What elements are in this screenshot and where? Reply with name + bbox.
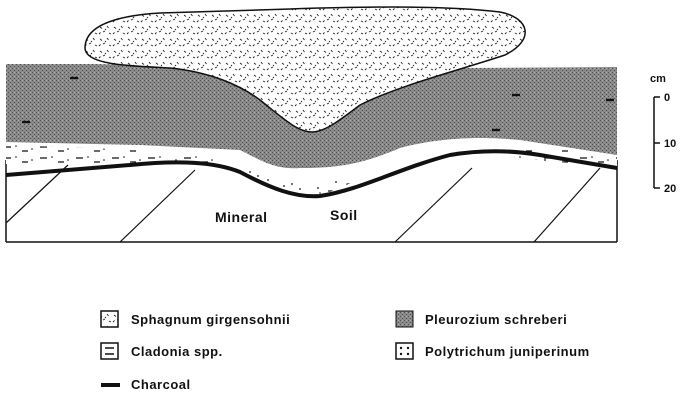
legend-item-cladonia: Cladonia spp. [101,343,223,359]
legend-label-cladonia: Cladonia spp. [131,344,223,359]
mineral-soil-layer [6,160,617,242]
legend-label-sphagnum: Sphagnum girgensohnii [131,312,290,327]
soil-label: Soil [330,207,358,223]
depth-scale: cm 0 10 20 [650,73,676,195]
legend-label-polytrichum: Polytrichum juniperinum [425,344,590,359]
legend-label-charcoal: Charcoal [131,377,191,392]
scale-tick-0: 0 [664,92,670,104]
legend-item-pleurozium: Pleurozium schreberi [396,311,567,327]
legend-item-charcoal: Charcoal [101,377,191,392]
legend-item-sphagnum: Sphagnum girgensohnii [101,311,290,327]
scale-tick-20: 20 [664,183,676,195]
legend-item-polytrichum: Polytrichum juniperinum [396,343,590,359]
scale-tick-10: 10 [664,138,676,150]
legend: Sphagnum girgensohnii Pleurozium schrebe… [101,311,590,392]
scale-unit: cm [650,73,666,85]
legend-label-pleurozium: Pleurozium schreberi [425,312,567,327]
mineral-label: Mineral [215,209,268,225]
